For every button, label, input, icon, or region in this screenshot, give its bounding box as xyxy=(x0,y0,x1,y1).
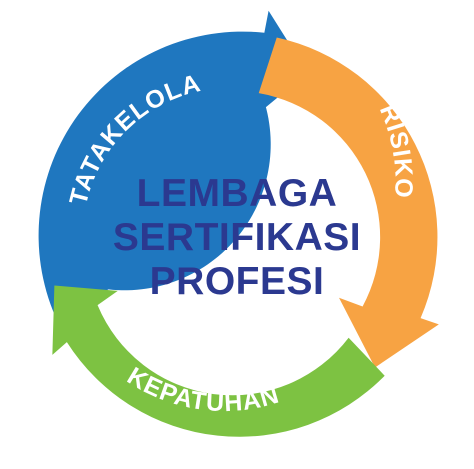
center-title: LEMBAGA SERTIFIKASI PROFESI xyxy=(87,172,387,304)
tatakelola-arrow xyxy=(38,10,308,317)
segment-risiko: RISIKO xyxy=(258,37,439,368)
risiko-arrow xyxy=(258,37,439,368)
kepatuhan-arrow xyxy=(52,285,385,437)
center-title-line-2: SERTIFIKASI xyxy=(112,216,362,259)
center-title-line-3: PROFESI xyxy=(149,260,325,303)
center-title-line-1: LEMBAGA xyxy=(136,172,338,215)
segment-tatakelola: TATAKELOLA xyxy=(38,10,308,317)
segment-kepatuhan: KEPATUHAN xyxy=(52,285,385,437)
